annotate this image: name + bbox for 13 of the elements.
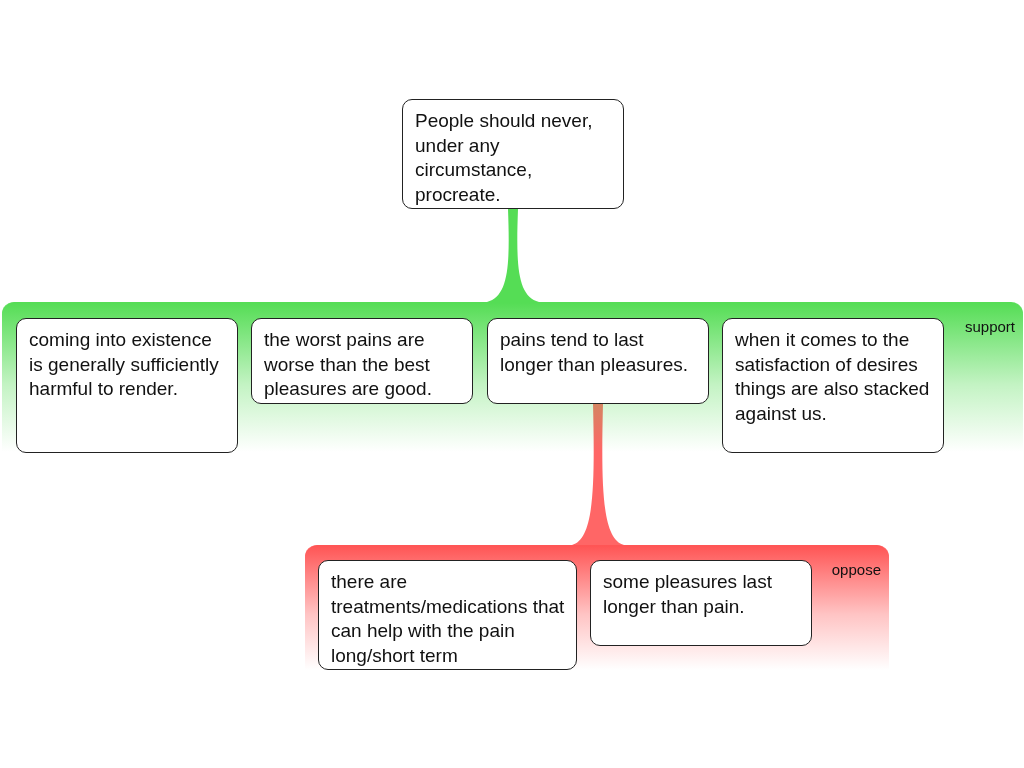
stance-label: oppose	[831, 561, 881, 578]
claim-box: People should never, under any circumstance, procreate.	[402, 99, 624, 209]
claim-box: coming into existence is generally sufficiently harmful to render.	[16, 318, 238, 453]
claim-box: pains tend to last longer than pleasures.	[487, 318, 709, 404]
support-connector	[487, 209, 539, 302]
stance-band	[2, 302, 1023, 452]
support-connector	[572, 403, 624, 545]
stance-label: support	[964, 318, 1015, 335]
claim-box: some pleasures last longer than pain.	[590, 560, 812, 646]
claim-box: when it comes to the satisfaction of desires things are also stacked against us.	[722, 318, 944, 453]
stance-band	[305, 545, 889, 670]
claim-box: the worst pains are worse than the best pleasures are good.	[251, 318, 473, 404]
claim-box: there are treatments/medications that can help with the pain long/short term	[318, 560, 577, 670]
